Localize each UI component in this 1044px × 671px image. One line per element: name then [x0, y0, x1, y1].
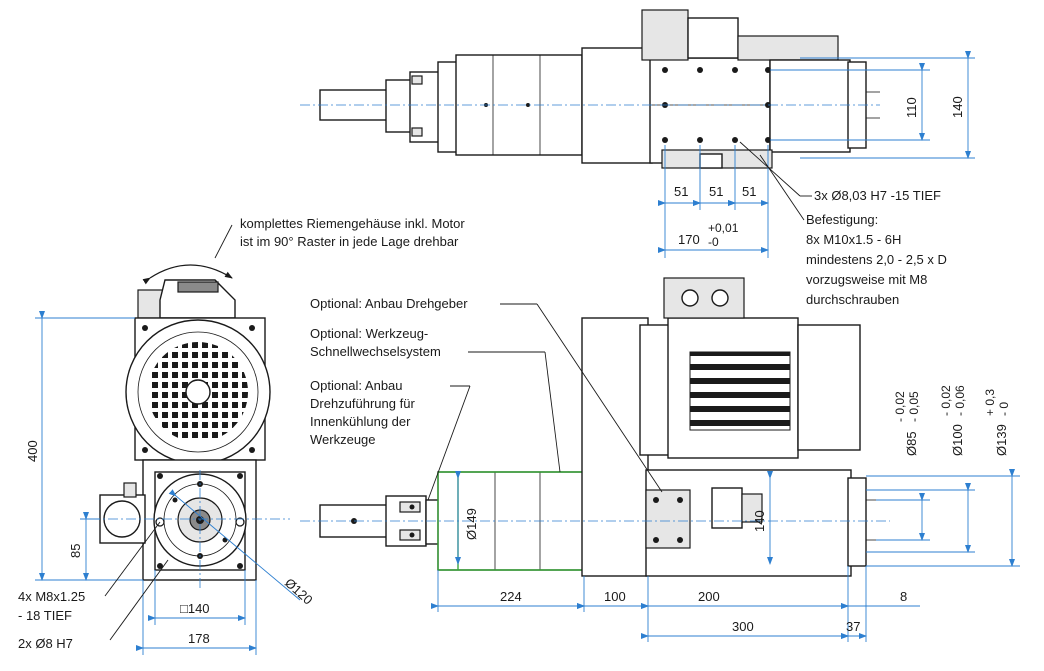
side-view-dimensions	[431, 469, 1020, 642]
dim-37: 37	[846, 619, 860, 634]
dim-110: 110	[904, 97, 919, 118]
mount-note-2: 8x M10x1.5 - 6H	[806, 232, 901, 247]
dim-400: 400	[25, 440, 40, 462]
diameter-dim-100: Ø100 - 0,02 - 0,06	[939, 385, 967, 456]
rotation-note-1: komplettes Riemengehäuse inkl. Motor	[240, 216, 465, 231]
dim-85-left: 85	[68, 544, 83, 558]
dim-120: Ø120	[282, 575, 316, 607]
optional-rotary-note-2: Drehzuführung für	[310, 396, 415, 411]
svg-text:- 0,02: - 0,02	[893, 391, 907, 422]
dim-170-tol-dn: -0	[708, 235, 719, 249]
svg-text:- 0: - 0	[997, 402, 1011, 416]
dim-170-tol-up: +0,01	[708, 221, 739, 235]
svg-text:+ 0,3: + 0,3	[983, 389, 997, 416]
dim-140-mid: 140	[752, 510, 767, 532]
dim-149: Ø149	[464, 508, 479, 540]
dowel-note: 2x Ø8 H7	[18, 636, 73, 651]
diameter-dim-85: Ø85 - 0,02 - 0,05	[893, 391, 921, 456]
dim-170: 170	[678, 232, 700, 247]
dim-300: 300	[732, 619, 754, 634]
pin-holes-note: 3x Ø8,03 H7 -15 TIEF	[814, 188, 941, 203]
thread-note-1: 4x M8x1.25	[18, 589, 85, 604]
top-view	[300, 9, 880, 169]
optional-encoder-note: Optional: Anbau Drehgeber	[310, 296, 468, 311]
dim-224: 224	[500, 589, 522, 604]
mount-note-4: vorzugsweise mit M8	[806, 272, 927, 287]
hole-pattern-top	[662, 67, 771, 143]
svg-text:- 0,06: - 0,06	[953, 385, 967, 416]
optional-rotary-note-3: Innenkühlung der	[310, 414, 411, 429]
dim-200: 200	[698, 589, 720, 604]
mount-note-5: durchschrauben	[806, 292, 899, 307]
dim-100: 100	[604, 589, 626, 604]
front-view	[90, 264, 290, 590]
svg-text:- 0,02: - 0,02	[939, 385, 953, 416]
mount-note-1: Befestigung:	[806, 212, 878, 227]
dim-51-b: 51	[709, 184, 723, 199]
dim-140-square: □140	[180, 601, 210, 616]
diameter-dim-139: Ø139 + 0,3 - 0	[983, 389, 1011, 456]
top-view-dimensions	[658, 51, 975, 258]
svg-text:Ø85: Ø85	[904, 431, 919, 456]
mount-note-3: mindestens 2,0 - 2,5 x D	[806, 252, 947, 267]
dim-8: 8	[900, 589, 907, 604]
rotation-note-2: ist im 90° Raster in jede Lage drehbar	[240, 234, 459, 249]
side-view	[300, 277, 890, 577]
dim-51-a: 51	[674, 184, 688, 199]
svg-text:Ø139: Ø139	[994, 424, 1009, 456]
svg-text:Ø100: Ø100	[950, 424, 965, 456]
optional-rotary-note-4: Werkzeuge	[310, 432, 376, 447]
optional-rotary-note-1: Optional: Anbau	[310, 378, 403, 393]
svg-text:- 0,05: - 0,05	[907, 391, 921, 422]
dim-178: 178	[188, 631, 210, 646]
dim-51-c: 51	[742, 184, 756, 199]
optional-quickchange-note-2: Schnellwechselsystem	[310, 344, 441, 359]
thread-note-2: - 18 TIEF	[18, 608, 72, 623]
front-view-dimensions	[35, 311, 301, 655]
optional-quickchange-note-1: Optional: Werkzeug-	[310, 326, 428, 341]
dim-140-top: 140	[950, 96, 965, 118]
